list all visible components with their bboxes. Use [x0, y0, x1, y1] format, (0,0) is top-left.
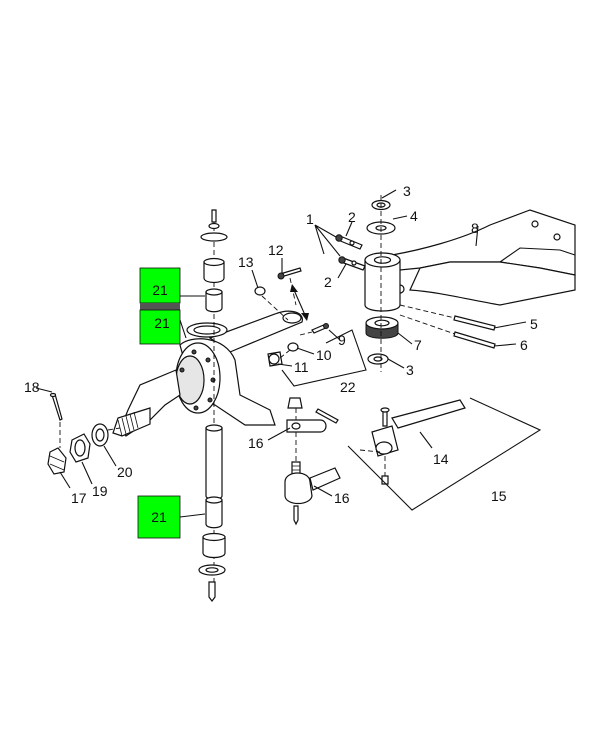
callout-12: 12 [268, 242, 284, 258]
highlight-divider [140, 303, 180, 310]
leader-lines [35, 189, 542, 518]
kingpin-boss [364, 252, 401, 312]
callout-21-upper: 21 [152, 282, 168, 298]
spindle-hardware [47, 392, 121, 475]
highlight-box-21-middle[interactable]: 21 [139, 309, 181, 345]
callout-15: 15 [491, 488, 507, 504]
callout-3-lower: 3 [406, 362, 414, 378]
callout-6: 6 [520, 337, 528, 353]
cross-tube-clamp [359, 399, 466, 485]
seal-lower [365, 316, 399, 365]
callout-17: 17 [71, 490, 87, 506]
clamp-bolts [335, 234, 366, 271]
kingpin-bottom-parts [198, 424, 226, 602]
callout-11: 11 [294, 359, 309, 375]
callout-19: 19 [92, 483, 108, 499]
steering-knuckle [112, 310, 303, 437]
callout-7: 7 [414, 337, 422, 353]
studs [399, 304, 496, 349]
tie-rod-end-upper [286, 397, 339, 433]
callout-14: 14 [433, 451, 449, 467]
callout-13: 13 [238, 254, 254, 270]
callout-16-lower: 16 [334, 490, 350, 506]
callout-18: 18 [24, 379, 40, 395]
tie-rod-end-lower [284, 432, 341, 526]
callout-8: 8 [471, 220, 479, 236]
callout-4: 4 [410, 208, 418, 224]
direction-arrow [290, 284, 309, 321]
callout-2-upper: 2 [348, 209, 356, 225]
callout-3-upper: 3 [403, 183, 411, 199]
callout-20: 20 [117, 464, 133, 480]
callout-2-lower: 2 [324, 274, 332, 290]
callout-21-lower: 21 [151, 509, 167, 525]
callout-5: 5 [530, 316, 538, 332]
highlight-box-21-lower[interactable]: 21 [137, 495, 181, 539]
callout-16-upper: 16 [248, 435, 264, 451]
callout-1: 1 [306, 211, 314, 227]
callout-10: 10 [316, 347, 332, 363]
steering-arm-hardware [254, 267, 329, 367]
axle-beam [390, 209, 576, 306]
kingpin-top-parts [200, 209, 228, 313]
callout-21-middle: 21 [154, 315, 170, 331]
callout-9: 9 [338, 332, 346, 348]
highlight-box-21-upper[interactable]: 21 [139, 267, 181, 304]
callout-22: 22 [340, 379, 356, 395]
